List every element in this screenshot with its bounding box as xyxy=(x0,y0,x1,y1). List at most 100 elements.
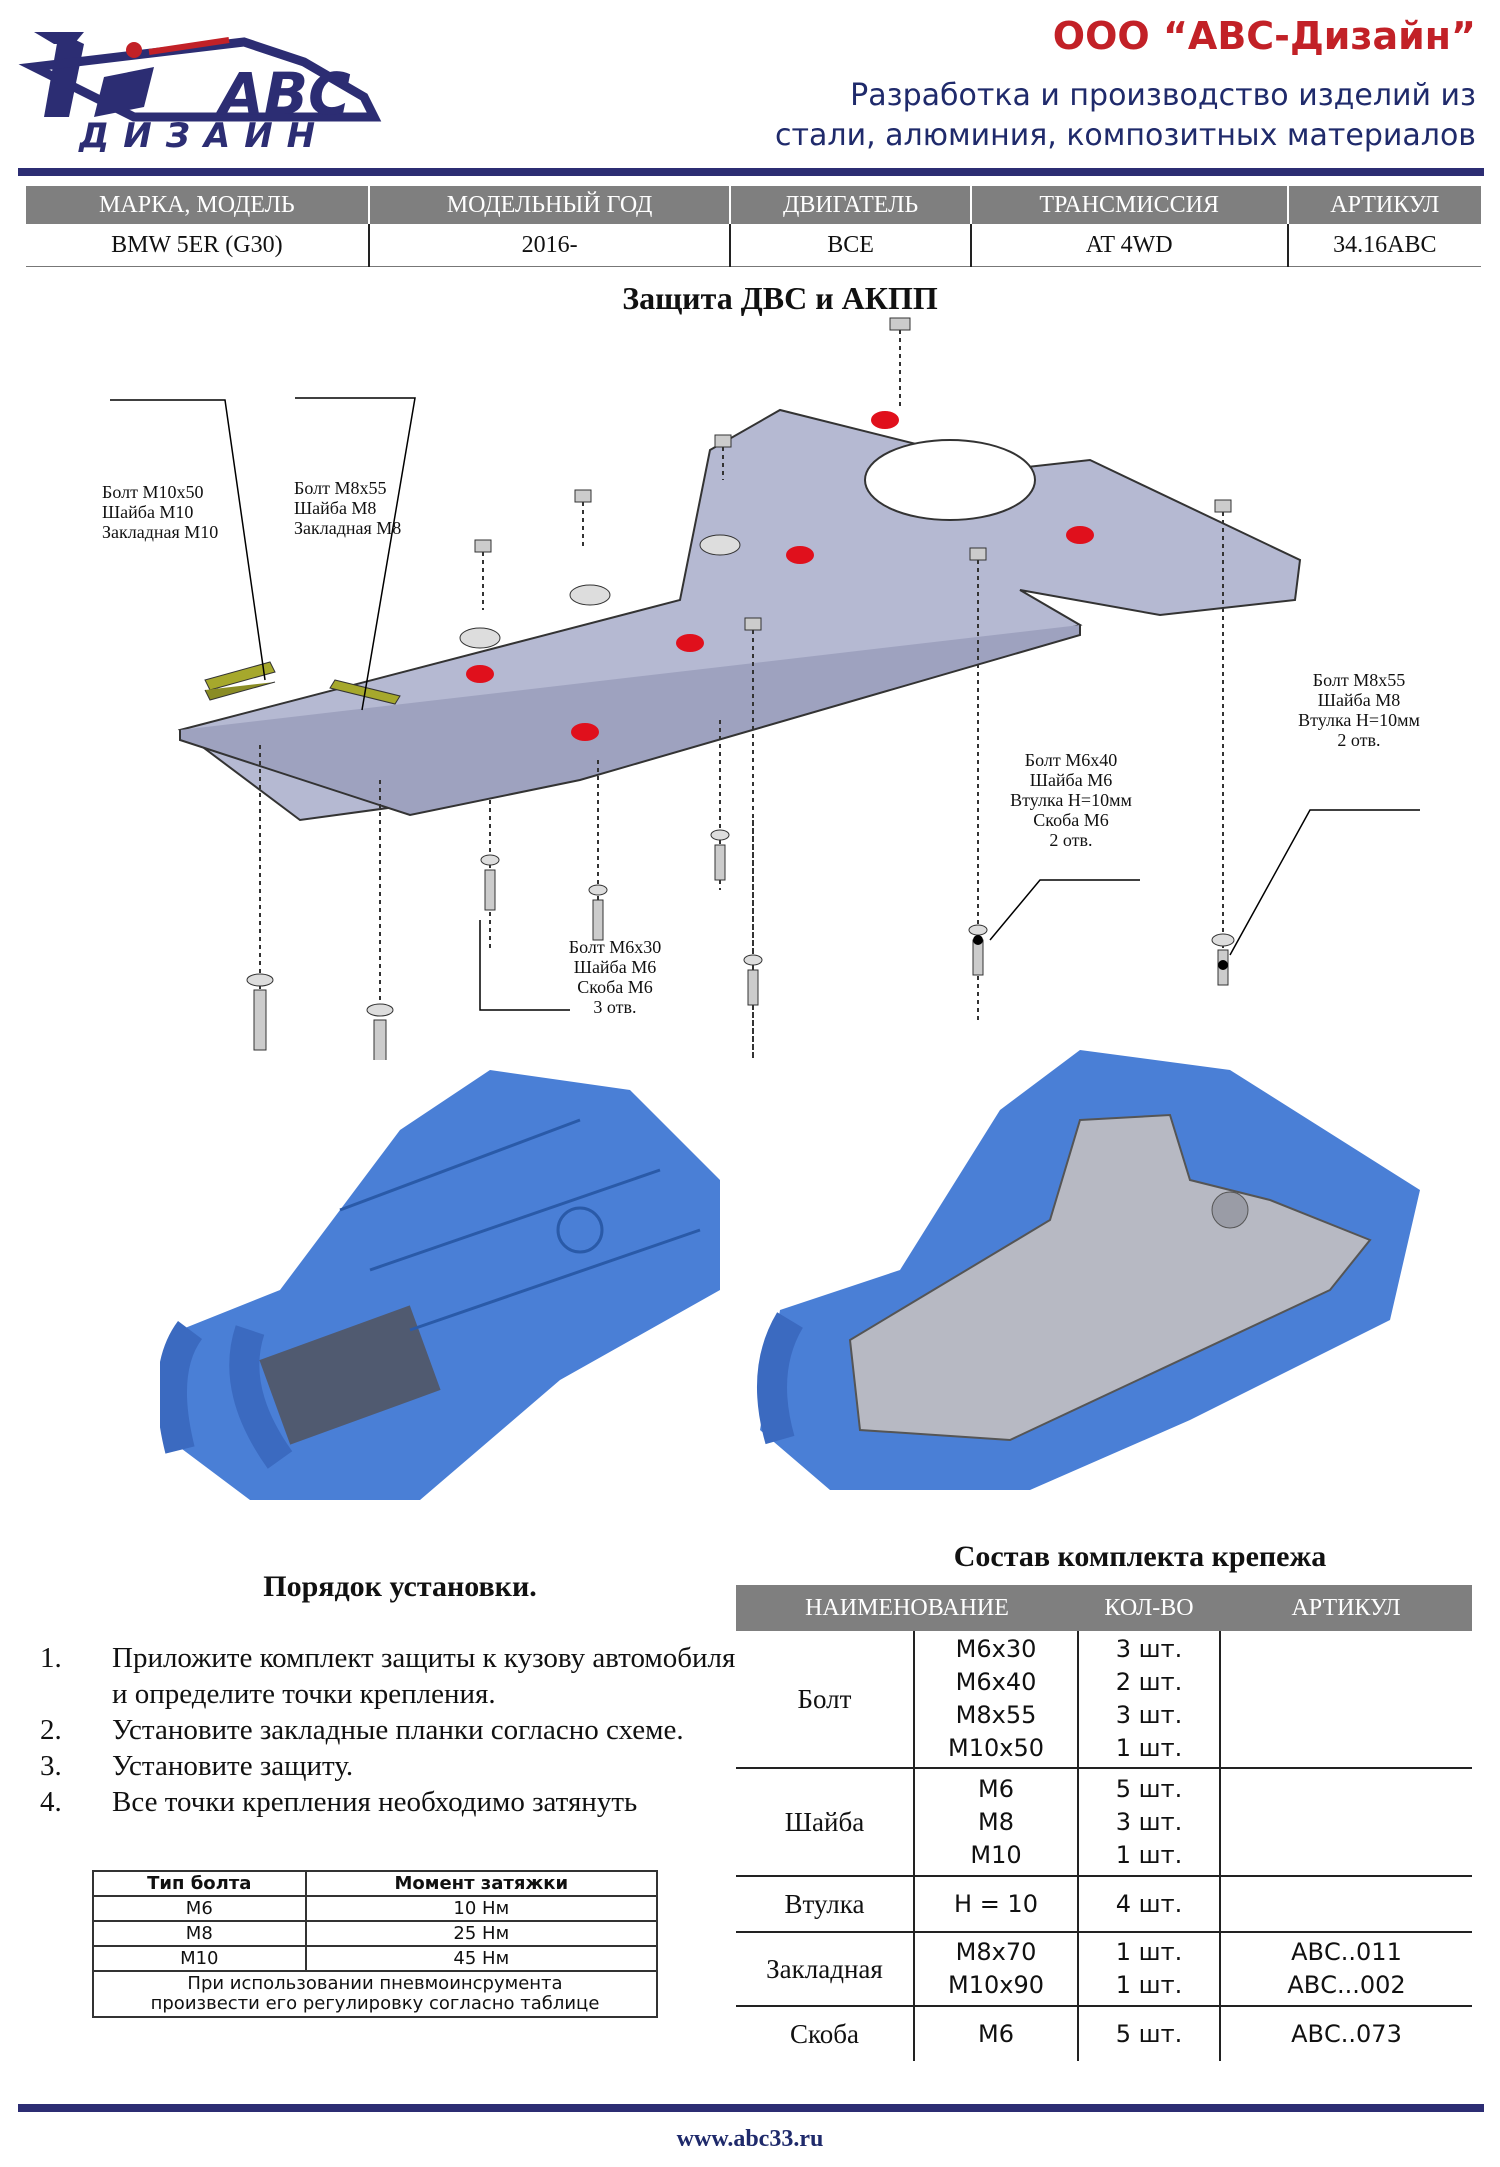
fastener-kit-table: НАИМЕНОВАНИЕ КОЛ-ВО АРТИКУЛ Болт М6х30 М… xyxy=(736,1585,1472,2061)
kit-item-name: Шайба xyxy=(736,1768,915,1877)
kit-item-name: Втулка xyxy=(736,1876,915,1933)
kit-size: М6х30 xyxy=(955,1635,1037,1663)
spec-value-article: 34.16ABC xyxy=(1287,224,1481,267)
kit-item-qty: 3 шт. 2 шт. 3 шт. 1 шт. xyxy=(1078,1631,1221,1769)
spec-header: ДВИГАТЕЛЬ xyxy=(730,186,972,224)
vehicle-spec-table: МАРКА, МОДЕЛЬ МОДЕЛЬНЫЙ ГОД ДВИГАТЕЛЬ ТР… xyxy=(26,186,1481,267)
page-title: Защита ДВС и АКПП xyxy=(622,280,938,316)
tagline-line-1: Разработка и производство изделий из xyxy=(850,78,1476,113)
spec-header: МОДЕЛЬНЫЙ ГОД xyxy=(368,186,732,224)
install-title: Порядок установки. xyxy=(263,1570,537,1603)
kit-size: М10 xyxy=(970,1840,1022,1869)
underbody-scan-with-plate xyxy=(757,1050,1420,1490)
exploded-assembly-diagram xyxy=(110,317,1420,1060)
kit-item-qty: 4 шт. xyxy=(1078,1876,1221,1933)
callout-line: 2 отв. xyxy=(1337,730,1381,750)
kit-item-sizes: Н = 10 xyxy=(914,1876,1079,1933)
callout-line: Болт М8х55 xyxy=(294,478,387,498)
step-text: Установите закладные планки согласно схе… xyxy=(112,1714,684,1746)
callout-line: Шайба М6 xyxy=(573,957,657,977)
kit-item-name: Закладная xyxy=(736,1932,915,2007)
torque-value: 25 Нм xyxy=(304,1920,659,1947)
spec-value-transmission: AT 4WD xyxy=(970,224,1289,267)
kit-size: М6х40 xyxy=(955,1668,1037,1696)
kit-item-article xyxy=(1220,1631,1472,1769)
kit-item-qty: 5 шт. xyxy=(1078,2006,1221,2061)
install-step: 4. Все точки крепления необходимо затянут… xyxy=(40,1784,740,1820)
kit-item-article xyxy=(1220,1768,1472,1877)
step-number: 1. xyxy=(40,1642,62,1674)
callout-line: Скоба М6 xyxy=(577,977,653,997)
tagline-line-2: стали, алюминия, композитных материалов xyxy=(775,118,1476,153)
step-number: 4. xyxy=(40,1786,62,1818)
kit-qty: 1 шт. xyxy=(1115,1938,1183,1966)
kit-qty: 1 шт. xyxy=(1115,1971,1183,1999)
torque-bolt: М6 xyxy=(92,1895,307,1922)
kit-size: М8х55 xyxy=(955,1701,1037,1729)
install-step: 3.Установите защиту. xyxy=(40,1748,740,1784)
spec-value-model: BMW 5ER (G30) xyxy=(26,224,370,267)
kit-art: АВС...002 xyxy=(1287,1971,1406,1999)
kit-item-article: АВС..073 xyxy=(1291,2019,1402,2048)
kit-size: М8х70 xyxy=(955,1938,1037,1966)
spec-value-engine: ВСЕ xyxy=(730,224,972,267)
callout-line: Закладная М8 xyxy=(294,518,402,538)
spec-header: ТРАНСМИССИЯ xyxy=(970,186,1289,224)
callout-line: Болт М8х55 xyxy=(1312,670,1406,690)
callout-line: 3 отв. xyxy=(593,997,637,1017)
footer-url[interactable]: www.abc33.ru xyxy=(676,2126,824,2152)
logo-text-bottom: ДИЗАЙН xyxy=(78,115,329,152)
kit-qty: 3 шт. xyxy=(1115,1635,1183,1663)
callout-m6x30: Болт М6х30 Шайба М6 Скоба М6 3 отв. xyxy=(555,937,675,1017)
kit-item-name: Скоба xyxy=(736,2006,915,2061)
kit-item-sizes: М8х70 М10х90 xyxy=(914,1932,1079,2007)
step-text: Приложите комплект защиты к кузову автом… xyxy=(112,1642,736,1710)
kit-item-sizes: М6 xyxy=(914,2006,1079,2061)
kit-item-qty: 1 шт. 1 шт. xyxy=(1078,1932,1221,2007)
kit-item-name: Болт xyxy=(736,1631,915,1769)
underbody-scan-without-plate xyxy=(160,1070,720,1500)
kit-qty: 3 шт. xyxy=(1115,1807,1183,1836)
kit-size: М6 xyxy=(978,1774,1014,1803)
install-step: 2.Установите закладные планки согласно с… xyxy=(40,1712,740,1748)
callout-line: Шайба М10 xyxy=(102,502,194,522)
callout-line: Втулка Н=10мм xyxy=(1010,790,1132,810)
torque-value: 10 Нм xyxy=(304,1895,659,1922)
kit-item-qty: 5 шт. 3 шт. 1 шт. xyxy=(1078,1768,1221,1877)
callout-line: Болт М6х30 xyxy=(568,937,662,957)
callout-line: Болт М10х50 xyxy=(102,482,204,502)
kit-item-article xyxy=(1220,1876,1472,1933)
torque-bolt: М8 xyxy=(92,1920,307,1947)
kit-header: КОЛ-ВО xyxy=(1078,1585,1220,1631)
kit-size: М10х50 xyxy=(948,1734,1044,1762)
callout-line: Шайба М8 xyxy=(1317,690,1401,710)
kit-header: НАИМЕНОВАНИЕ xyxy=(736,1585,1078,1631)
logo-text-top: АВС xyxy=(215,60,351,128)
kit-size: М8 xyxy=(978,1807,1014,1836)
spec-value-year: 2016- xyxy=(368,224,732,267)
footer-divider xyxy=(18,2104,1484,2112)
kit-item-article: АВС..011 АВС...002 xyxy=(1220,1932,1472,2007)
kit-size: М10х90 xyxy=(948,1971,1044,1999)
company-name: ООО “АВС-Дизайн” xyxy=(1052,14,1476,58)
callout-m8x55: Болт М8х55 Шайба М8 Втулка Н=10мм 2 отв. xyxy=(1284,670,1434,750)
callout-m6x40: Болт М6х40 Шайба М6 Втулка Н=10мм Скоба … xyxy=(996,750,1146,850)
kit-qty: 3 шт. xyxy=(1115,1701,1183,1729)
callout-line: Втулка Н=10мм xyxy=(1298,710,1420,730)
spec-header: АРТИКУЛ xyxy=(1287,186,1481,224)
callout-m10: Болт М10х50 Шайба М10 Закладная М10 xyxy=(102,482,218,542)
kit-qty: 1 шт. xyxy=(1115,1840,1183,1869)
kit-qty: 5 шт. xyxy=(1115,1774,1183,1803)
kit-qty: 2 шт. xyxy=(1115,1668,1183,1696)
callout-line: Скоба М6 xyxy=(1033,810,1109,830)
spec-header: МАРКА, МОДЕЛЬ xyxy=(26,186,370,224)
torque-header: Момент затяжки xyxy=(304,1870,659,1897)
kit-title: Состав комплекта крепежа xyxy=(953,1540,1327,1573)
step-text: Все точки крепления необходимо затянуть xyxy=(112,1786,638,1818)
callout-line: Шайба М8 xyxy=(294,498,377,518)
install-step: 1. Приложите комплект защиты к кузову авт… xyxy=(40,1640,740,1712)
torque-value: 45 Нм xyxy=(304,1945,659,1972)
header-divider xyxy=(18,168,1484,176)
torque-note-line: При использовании пневмоинсрумента xyxy=(187,1973,563,1994)
